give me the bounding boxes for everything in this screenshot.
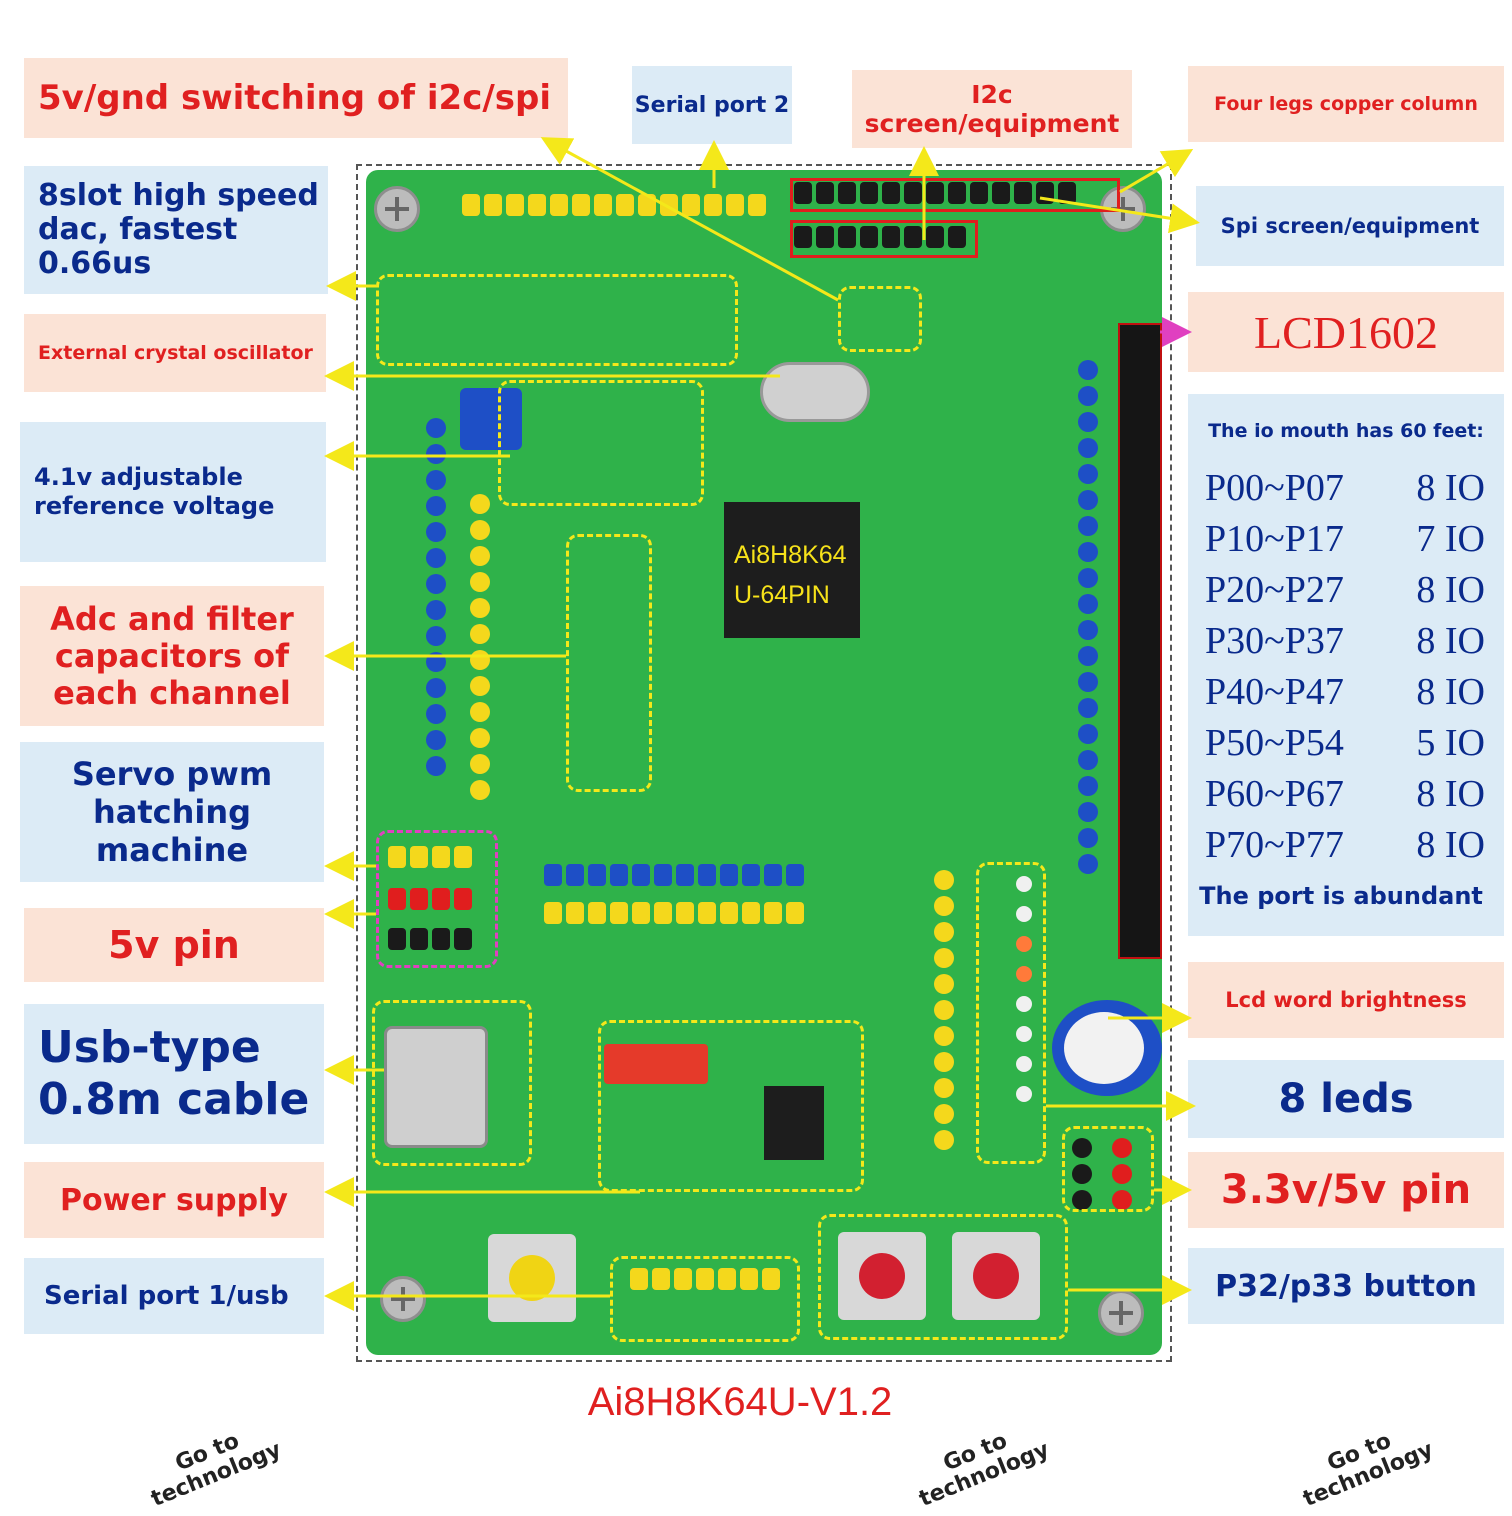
io-range: P50~P54	[1205, 722, 1344, 764]
spi-highlight	[790, 220, 978, 258]
buttons-region	[818, 1214, 1068, 1340]
header-p7-blue	[544, 864, 804, 886]
p33-button-cap	[973, 1253, 1019, 1299]
io-row: P10~P17 7 IO	[1205, 517, 1485, 561]
screw-top-right	[1100, 186, 1146, 232]
usb-c-port[interactable]	[384, 1026, 488, 1148]
io-count: 8 IO	[1416, 620, 1485, 662]
io-range: P60~P67	[1205, 773, 1344, 815]
dac-pins-blue	[426, 418, 446, 776]
io-row: P70~P77 8 IO	[1205, 823, 1485, 867]
io-count: 8 IO	[1416, 773, 1485, 815]
io-count: 7 IO	[1416, 518, 1485, 560]
header-p3-yellow	[544, 902, 804, 924]
label-power-supply: Power supply	[24, 1162, 324, 1238]
led-column	[1016, 876, 1032, 1102]
label-ref-voltage: 4.1v adjustable reference voltage	[20, 422, 326, 562]
io-panel	[1188, 394, 1504, 936]
label-3v3-5v-pin: 3.3v/5v pin	[1188, 1152, 1504, 1228]
io-count: 8 IO	[1416, 569, 1485, 611]
reference-region	[498, 380, 704, 506]
dac-region	[376, 274, 738, 366]
voltage-regulator	[764, 1086, 824, 1160]
io-row: P60~P67 8 IO	[1205, 772, 1485, 816]
io-row: P20~P27 8 IO	[1205, 568, 1485, 612]
jumper-3v3-5v	[1072, 1138, 1092, 1210]
chip-line-2: U-64PIN	[734, 581, 830, 609]
crystal-oscillator	[760, 362, 870, 422]
led-region	[976, 862, 1046, 1164]
screw-bottom-left	[380, 1276, 426, 1322]
io-count: 8 IO	[1416, 467, 1485, 509]
label-5v-pin: 5v pin	[24, 908, 324, 982]
lcd-side-pins	[1078, 360, 1098, 874]
p32-button-cap	[859, 1253, 905, 1299]
label-crystal: External crystal oscillator	[24, 314, 326, 392]
i2c-highlight	[790, 178, 1120, 212]
label-spi-screen: Spi screen/equipment	[1196, 186, 1504, 266]
io-range: P10~P17	[1205, 518, 1344, 560]
servo-pins-yellow	[388, 846, 472, 868]
lcd-pot-dial	[1064, 1012, 1144, 1084]
io-row: P00~P07 8 IO	[1205, 466, 1485, 510]
label-serial-port-1: Serial port 1/usb	[24, 1258, 324, 1334]
jumper-3v3-5v-red	[1112, 1138, 1132, 1210]
adc-region	[566, 534, 652, 792]
gnd-switch-region	[838, 286, 922, 352]
mcu-chip	[724, 502, 860, 638]
io-footer: The port is abundant	[1199, 882, 1483, 910]
servo-pins-red	[388, 888, 472, 910]
io-row: P30~P37 8 IO	[1205, 619, 1485, 663]
header-p2-yellow	[934, 870, 954, 1150]
io-range: P20~P27	[1205, 569, 1344, 611]
reference-potentiometer	[460, 388, 522, 450]
reset-button-cap	[509, 1255, 555, 1301]
label-lcd-brightness: Lcd word brightness	[1188, 962, 1504, 1038]
p32-button[interactable]	[838, 1232, 926, 1320]
p33-button[interactable]	[952, 1232, 1040, 1320]
adc-pins-yellow	[470, 494, 490, 800]
label-8-leds: 8 leds	[1188, 1060, 1504, 1138]
label-p32-p33-button: P32/p33 button	[1188, 1248, 1504, 1324]
io-range: P40~P47	[1205, 671, 1344, 713]
board-outline	[356, 164, 1172, 1362]
power-region	[598, 1020, 864, 1192]
version-caption: Ai8H8K64U-V1.2	[587, 1379, 893, 1424]
lcd1602-header	[1118, 323, 1162, 959]
io-row: P50~P54 5 IO	[1205, 721, 1485, 765]
power-selector-jumper[interactable]	[604, 1044, 708, 1084]
io-count: 8 IO	[1416, 824, 1485, 866]
io-range: P70~P77	[1205, 824, 1344, 866]
chip-line-1: Ai8H8K64	[734, 541, 847, 569]
label-usb-type: Usb-type 0.8m cable	[24, 1004, 324, 1144]
label-lcd1602: LCD1602	[1188, 292, 1504, 372]
io-count: 5 IO	[1416, 722, 1485, 764]
label-gnd-switch: 5v/gnd switching of i2c/spi	[24, 58, 568, 138]
label-adc: Adc and filter capacitors of each channe…	[20, 586, 324, 726]
usb-region	[372, 1000, 532, 1166]
label-serial-port-2: Serial port 2	[632, 66, 792, 144]
io-range: P30~P37	[1205, 620, 1344, 662]
io-range: P00~P07	[1205, 467, 1344, 509]
label-dac: 8slot high speed dac, fastest 0.66us	[24, 166, 328, 294]
servo-region	[376, 830, 498, 968]
header-serial-1	[630, 1268, 780, 1290]
io-row: P40~P47 8 IO	[1205, 670, 1485, 714]
io-heading: The io mouth has 60 feet:	[1208, 420, 1484, 442]
io-count: 8 IO	[1416, 671, 1485, 713]
label-servo: Servo pwm hatching machine	[20, 742, 324, 882]
jumper-region	[1062, 1126, 1154, 1212]
header-spi	[794, 226, 966, 248]
reset-button[interactable]	[488, 1234, 576, 1322]
label-i2c-screen: I2c screen/equipment	[852, 70, 1132, 148]
serial-1-region	[610, 1256, 800, 1342]
screw-bottom-right	[1098, 1290, 1144, 1336]
label-four-legs: Four legs copper column	[1188, 66, 1504, 142]
servo-pins-black	[388, 928, 472, 950]
screw-top-left	[374, 186, 420, 232]
header-i2c	[794, 182, 1076, 204]
